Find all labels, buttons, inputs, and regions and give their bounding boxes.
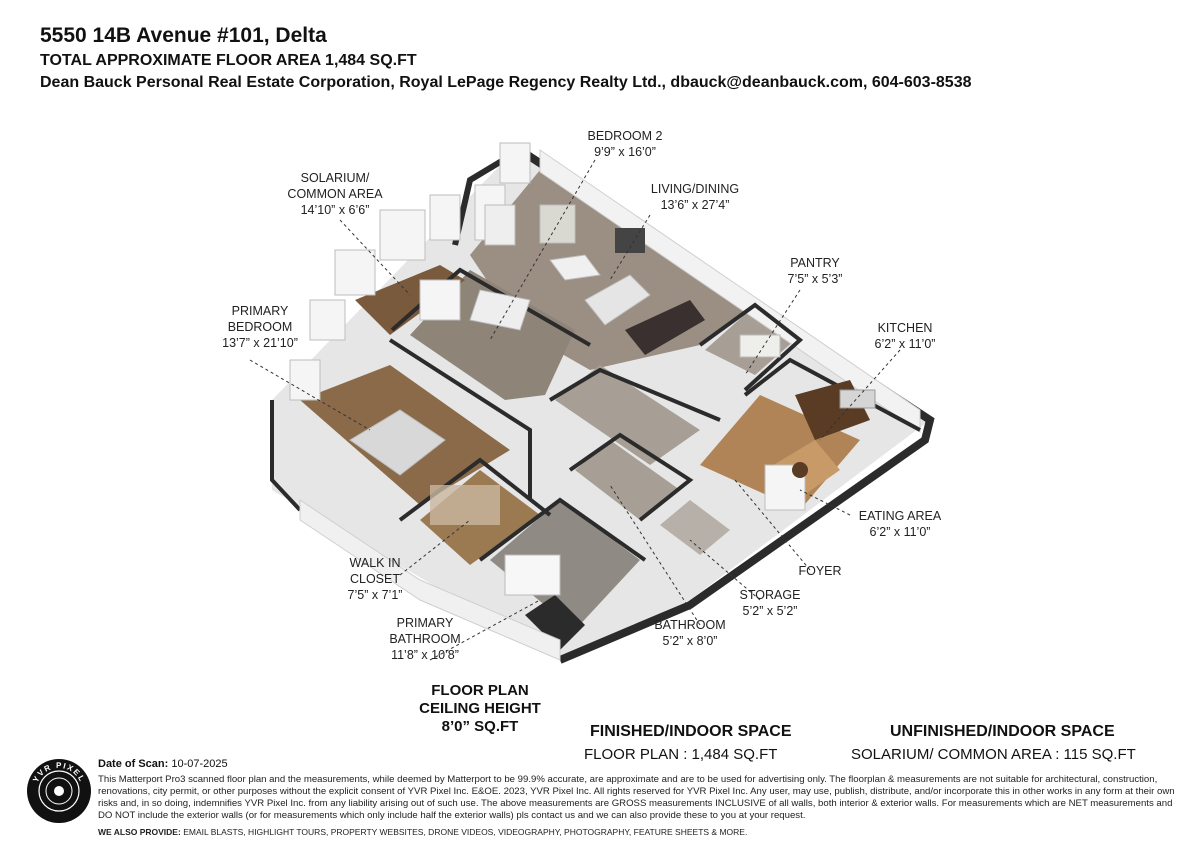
interior-wall-kitchen <box>743 357 921 432</box>
yvr-pixel-logo: YVR PIXEL <box>27 759 91 823</box>
room-label-foyer: FOYER <box>798 564 842 578</box>
leader-lines <box>249 159 901 661</box>
scan-date: Date of Scan: 10-07-2025 <box>98 758 228 770</box>
wall-face-top <box>539 149 921 433</box>
interior-wall-bath <box>568 432 694 522</box>
shower-floor <box>525 595 585 650</box>
bathroom-floor <box>575 440 680 520</box>
windows <box>289 142 806 511</box>
storage-floor <box>660 500 730 555</box>
interior-wall-hall <box>548 367 721 422</box>
services-line: WE ALSO PROVIDE: EMAIL BLASTS, HIGHLIGHT… <box>98 827 748 837</box>
agent-info: Dean Bauck Personal Real Estate Corporat… <box>40 74 972 91</box>
unfinished-space-value: SOLARIUM/ COMMON AREA : 115 SQ.FT <box>851 746 1136 763</box>
outer-wall-left <box>270 400 302 512</box>
unfinished-space-heading: UNFINISHED/INDOOR SPACE <box>890 723 1115 740</box>
interior-wall-primbath <box>478 497 647 562</box>
listing-address: 5550 14B Avenue #101, Delta <box>40 24 327 47</box>
wall-face-bottom <box>299 499 561 661</box>
interior-wall-pantry <box>698 302 804 392</box>
finished-space-value: FLOOR PLAN : 1,484 SQ.FT <box>584 746 778 763</box>
floor-plan-title: FLOOR PLAN CEILING HEIGHT 8’0” SQ.FT <box>419 682 541 735</box>
primary-bathroom-floor <box>490 500 640 630</box>
disclaimer: This Matterport Pro3 scanned floor plan … <box>98 774 1175 821</box>
furniture <box>349 204 876 596</box>
finished-space-heading: FINISHED/INDOOR SPACE <box>590 723 792 740</box>
total-area: TOTAL APPROXIMATE FLOOR AREA 1,484 SQ.FT <box>40 52 417 69</box>
interior-wall-bed2 <box>390 267 591 347</box>
hall-floor <box>555 365 700 465</box>
interior-wall-closet <box>398 457 552 522</box>
interior-wall-primary <box>388 338 532 500</box>
